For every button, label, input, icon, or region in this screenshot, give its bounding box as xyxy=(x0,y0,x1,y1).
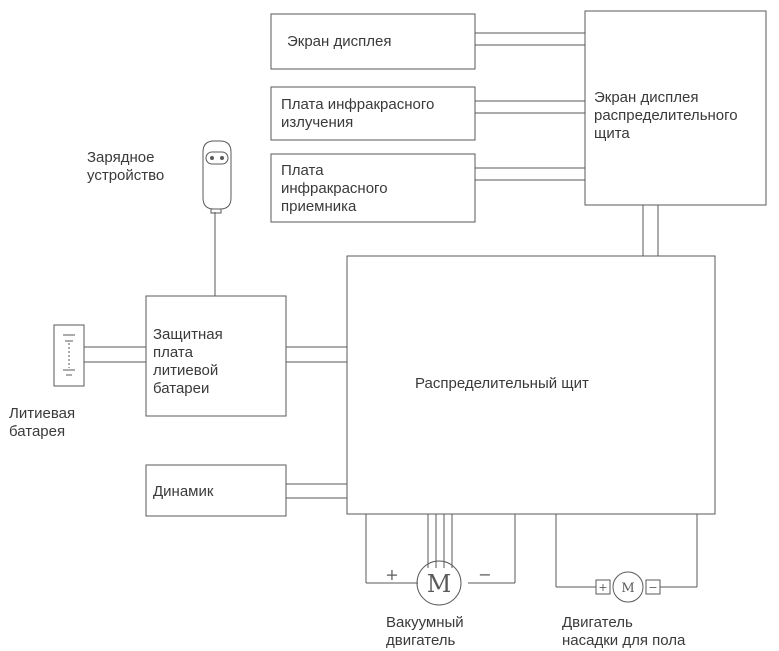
display-distribution-label-line: распределительного xyxy=(594,107,738,124)
ir-receiver-label-line: приемника xyxy=(281,198,357,215)
vacuum-motor-label-line: двигатель xyxy=(386,632,456,649)
wire-ir-receiver xyxy=(475,167,585,181)
distribution-board-label: Распределительный щит xyxy=(415,375,589,392)
vacuum-motor-letter: M xyxy=(427,570,452,598)
wire-floor-nozzle-motor xyxy=(555,514,698,588)
battery-protection-label: Защитная плата литиевой батареи xyxy=(153,326,223,398)
floor-motor-plus-terminal xyxy=(595,579,611,595)
floor-minus-sign: − xyxy=(648,581,657,594)
speaker-label: Динамик xyxy=(153,483,214,500)
battery-protection-label-line: литиевой xyxy=(153,362,219,379)
display-screen-label: Экран дисплея xyxy=(287,33,392,50)
ir-receiver-label-line: инфракрасного xyxy=(281,180,388,197)
battery-protection-label-line: батареи xyxy=(153,380,210,397)
floor-motor-minus-terminal xyxy=(645,579,661,595)
display-distribution-label-line: Экран дисплея xyxy=(594,89,699,106)
ir-emitter-label-line: излучения xyxy=(281,114,354,131)
vacuum-motor-label-line: Вакуумный xyxy=(386,614,464,631)
floor-nozzle-motor-label-line: Двигатель xyxy=(562,614,633,631)
ir-receiver-label: Плата инфракрасного приемника xyxy=(281,162,388,216)
wire-protection-to-board xyxy=(286,346,347,363)
floor-motor-letter: M xyxy=(621,581,634,596)
battery-icon xyxy=(53,324,85,387)
battery-protection-label-line: Защитная xyxy=(153,326,223,343)
charger-icon xyxy=(202,140,232,214)
distribution-board-box xyxy=(346,255,716,515)
display-distribution-label: Экран дисплея распределительного щита xyxy=(594,89,738,143)
display-screen-box xyxy=(270,13,476,70)
floor-nozzle-motor-label: Двигатель насадки для пола xyxy=(562,614,685,650)
lithium-battery-label: Литиевая батарея xyxy=(9,405,75,441)
wire-display-screen xyxy=(475,32,585,46)
battery-protection-label-line: плата xyxy=(153,344,193,361)
vacuum-plus-sign: + xyxy=(385,565,398,584)
ir-receiver-label-line: Плата xyxy=(281,162,324,179)
display-distribution-label-line: щита xyxy=(594,125,630,142)
wire-ir-emitter xyxy=(475,100,585,114)
wire-speaker-to-board xyxy=(286,483,347,499)
ir-emitter-label: Плата инфракрасного излучения xyxy=(281,96,434,132)
battery-protection-board-box xyxy=(145,295,287,417)
charger-label-line: Зарядное xyxy=(87,149,155,166)
wire-display-to-board xyxy=(642,205,659,256)
floor-nozzle-motor-symbol xyxy=(612,571,644,603)
charger-label-line: устройство xyxy=(87,167,165,184)
display-distribution-screen-box xyxy=(584,10,767,206)
wire-vacuum-motor xyxy=(365,514,516,584)
charger-label: Зарядное устройство xyxy=(87,149,164,185)
lithium-battery-label-line: Литиевая xyxy=(9,405,76,422)
vacuum-minus-sign: − xyxy=(478,565,491,584)
floor-nozzle-motor-label-line: насадки для пола xyxy=(562,632,686,649)
lithium-battery-label-line: батарея xyxy=(9,423,66,440)
vacuum-motor-symbol xyxy=(416,560,462,606)
ir-emitter-label-line: Плата инфракрасного xyxy=(281,96,435,113)
floor-plus-sign: + xyxy=(598,581,607,594)
ir-receiver-board-box xyxy=(270,153,476,223)
vacuum-motor-label: Вакуумный двигатель xyxy=(386,614,464,650)
speaker-box xyxy=(145,464,287,517)
wire-battery-to-protection xyxy=(84,346,146,363)
